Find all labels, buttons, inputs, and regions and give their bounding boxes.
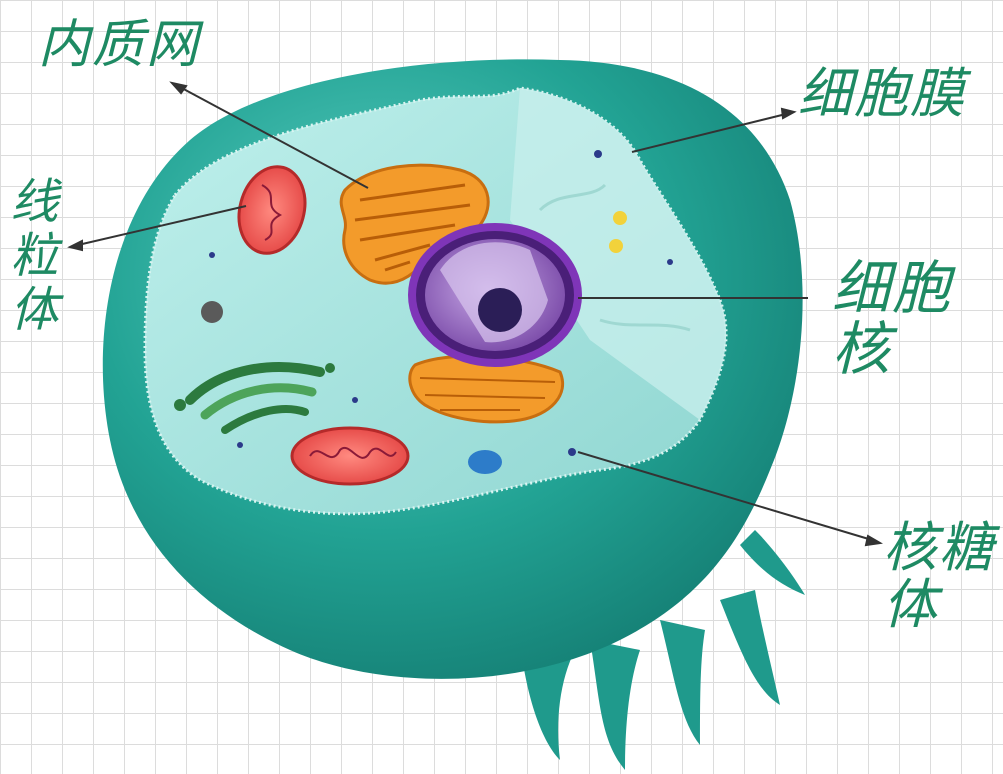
- label-ribosome: 核糖体: [883, 516, 995, 636]
- mitochondrion-bottom: [290, 426, 410, 486]
- label-mitochondria: 线粒体: [1, 176, 58, 338]
- nucleolus: [478, 288, 522, 332]
- golgi-apparatus: [174, 362, 335, 434]
- endoplasmic-reticulum: [339, 163, 490, 285]
- mitochondrion-top: [237, 165, 307, 255]
- label-nucleus: 细胞核: [832, 254, 953, 383]
- ribosomes: [209, 150, 673, 456]
- interior-wall: [510, 88, 727, 420]
- cell-tails: [520, 530, 805, 770]
- cytoskeleton: [538, 183, 691, 332]
- vesicles: [201, 211, 627, 474]
- label-endoplasmic-reticulum: 内质网: [38, 15, 201, 75]
- nucleus: [408, 223, 582, 367]
- label-cell-membrane: 细胞膜: [798, 62, 966, 125]
- leader-lines: [67, 81, 883, 547]
